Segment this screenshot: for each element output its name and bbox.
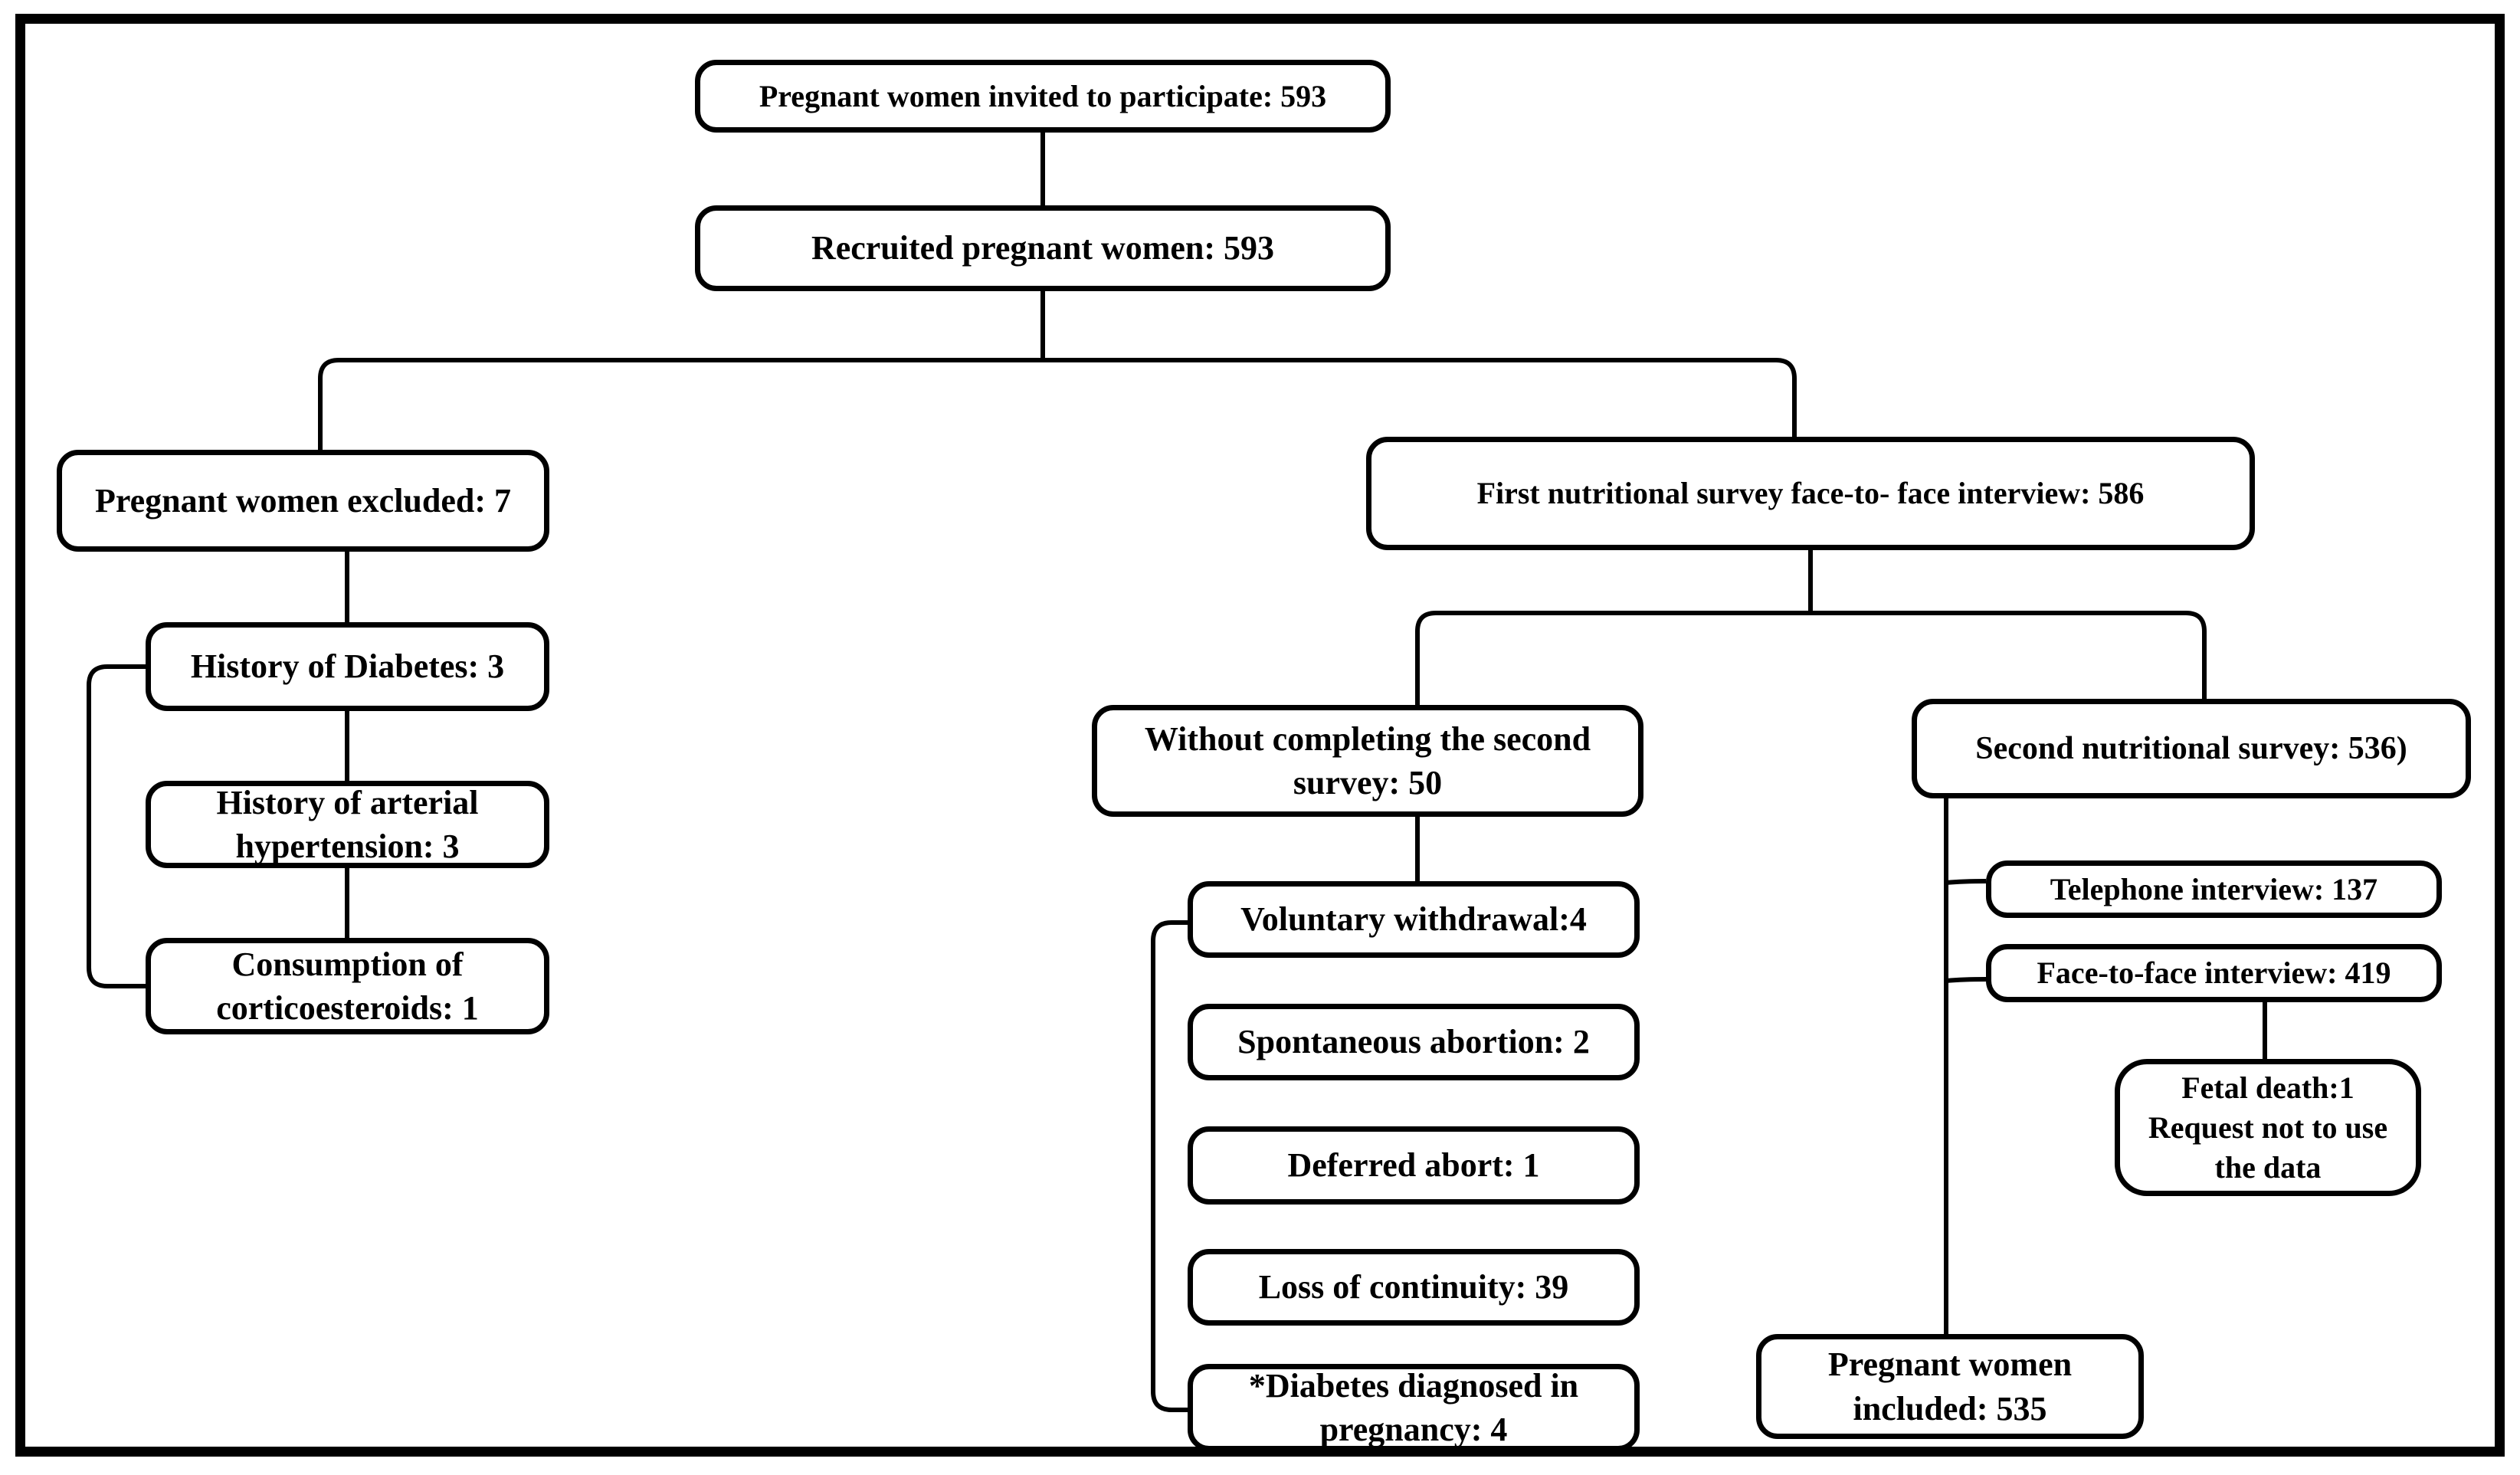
node-deferred-abort: Deferred abort: 1 xyxy=(1188,1126,1640,1205)
node-spontaneous-abortion: Spontaneous abortion: 2 xyxy=(1188,1004,1640,1080)
node-included: Pregnant women included: 535 xyxy=(1756,1334,2144,1439)
node-invited: Pregnant women invited to participate: 5… xyxy=(695,60,1391,133)
diagram-border xyxy=(15,14,2505,1457)
node-history-hypertension-label: History of arterial hypertension: 3 xyxy=(216,783,479,865)
node-loss-of-continuity-label: Loss of continuity: 39 xyxy=(1258,1268,1569,1306)
node-history-diabetes-label: History of Diabetes: 3 xyxy=(190,647,505,686)
edge-split-top xyxy=(318,358,1797,450)
node-included-label: Pregnant women included: 535 xyxy=(1827,1346,2073,1427)
node-history-diabetes: History of Diabetes: 3 xyxy=(146,622,549,711)
node-first-survey: First nutritional survey face-to- face i… xyxy=(1366,437,2255,550)
node-excluded: Pregnant women excluded: 7 xyxy=(57,450,549,552)
node-without-second-survey: Without completing the second survey: 50 xyxy=(1092,705,1643,817)
node-invited-label: Pregnant women invited to participate: 5… xyxy=(759,78,1327,113)
node-first-survey-label: First nutritional survey face-to- face i… xyxy=(1476,476,2145,510)
node-voluntary-withdrawal-label: Voluntary withdrawal:4 xyxy=(1240,900,1587,939)
node-spontaneous-abortion-label: Spontaneous abortion: 2 xyxy=(1237,1023,1590,1061)
node-second-survey-label: Second nutritional survey: 536) xyxy=(1975,730,2407,766)
node-telephone-interview: Telephone interview: 137 xyxy=(1986,860,2442,918)
node-deferred-abort-label: Deferred abort: 1 xyxy=(1287,1146,1540,1185)
node-diabetes-pregnancy: *Diabetes diagnosed in pregnancy: 4 xyxy=(1188,1364,1640,1451)
node-without-second-survey-label: Without completing the second survey: 50 xyxy=(1144,719,1591,801)
node-fetal-death-line1: Fetal death:1 xyxy=(2181,1070,2355,1105)
node-loss-of-continuity: Loss of continuity: 39 xyxy=(1188,1249,1640,1326)
edge-stub-telephone xyxy=(1945,879,1987,885)
node-telephone-interview-label: Telephone interview: 137 xyxy=(2050,871,2378,906)
node-face-to-face-interview-label: Face-to-face interview: 419 xyxy=(2037,955,2391,990)
node-fetal-death-line2: Request not to use the data xyxy=(2148,1110,2388,1185)
node-diabetes-pregnancy-label: *Diabetes diagnosed in pregnancy: 4 xyxy=(1248,1366,1579,1448)
node-recruited: Recruited pregnant women: 593 xyxy=(695,205,1391,291)
bracket-dropout-group xyxy=(1151,920,1188,1412)
node-excluded-label: Pregnant women excluded: 7 xyxy=(94,481,512,520)
node-corticosteroids-label: Consumption of corticoesteroids: 1 xyxy=(216,945,479,1027)
node-history-hypertension: History of arterial hypertension: 3 xyxy=(146,781,549,868)
edge-stub-face-to-face xyxy=(1945,977,1987,983)
edge-split-second xyxy=(1415,611,2207,705)
node-corticosteroids: Consumption of corticoesteroids: 1 xyxy=(146,938,549,1034)
node-voluntary-withdrawal: Voluntary withdrawal:4 xyxy=(1188,881,1640,958)
node-face-to-face-interview: Face-to-face interview: 419 xyxy=(1986,944,2442,1002)
node-recruited-label: Recruited pregnant women: 593 xyxy=(811,229,1275,267)
node-second-survey: Second nutritional survey: 536) xyxy=(1912,699,2471,798)
bracket-excluded-group xyxy=(87,664,146,988)
node-fetal-death: Fetal death:1 Request not to use the dat… xyxy=(2115,1059,2421,1196)
